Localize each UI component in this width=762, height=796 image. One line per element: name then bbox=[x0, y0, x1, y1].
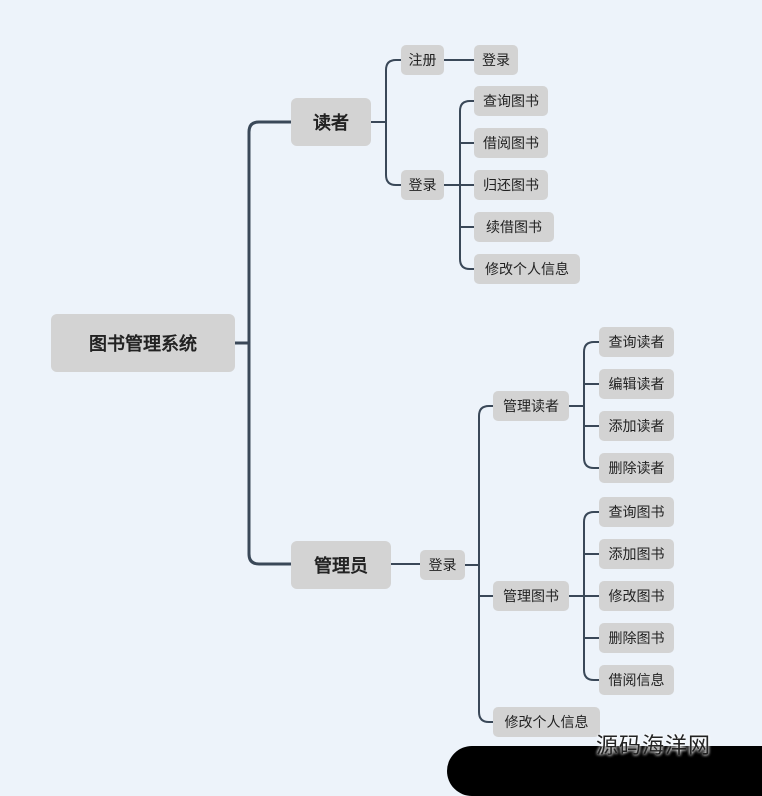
edge-books-top bbox=[583, 511, 600, 597]
node-admin-manage-books: 管理图书 bbox=[493, 581, 569, 611]
node-admin-edit-profile: 修改个人信息 bbox=[493, 707, 600, 737]
node-reader-register: 注册 bbox=[401, 45, 444, 75]
edge-root-reader bbox=[233, 120, 293, 345]
edge-admin-top bbox=[478, 405, 494, 566]
edge-login-top bbox=[459, 100, 475, 186]
node-admin-delete-books: 删除图书 bbox=[599, 623, 674, 653]
root-node-library-system: 图书管理系统 bbox=[51, 314, 235, 372]
node-admin-manage-readers: 管理读者 bbox=[493, 391, 569, 421]
node-reader-renew-books: 续借图书 bbox=[474, 212, 554, 242]
node-admin-modify-books: 修改图书 bbox=[599, 581, 674, 611]
node-reader-return-books: 归还图书 bbox=[474, 170, 548, 200]
node-reader-login: 登录 bbox=[401, 170, 444, 200]
edge-readers-top bbox=[583, 341, 600, 407]
node-admin-search-books: 查询图书 bbox=[599, 497, 674, 527]
node-reader-borrow-books: 借阅图书 bbox=[474, 128, 548, 158]
edge-login-bottom bbox=[459, 184, 475, 270]
node-reader-search-books: 查询图书 bbox=[474, 86, 548, 116]
node-admin-add-readers: 添加读者 bbox=[599, 411, 674, 441]
node-admin-delete-readers: 删除读者 bbox=[599, 453, 674, 483]
node-admin: 管理员 bbox=[291, 541, 391, 589]
edge-reader-login bbox=[385, 121, 402, 186]
node-admin-search-readers: 查询读者 bbox=[599, 327, 674, 357]
node-reader-register-login: 登录 bbox=[474, 45, 518, 75]
node-reader: 读者 bbox=[291, 98, 371, 146]
edge-root-admin bbox=[247, 341, 293, 566]
node-admin-borrow-info: 借阅信息 bbox=[599, 665, 674, 695]
watermark-text: 源码海洋网 bbox=[596, 734, 712, 759]
edge-admin-bottom bbox=[478, 564, 494, 723]
edge-readers-bottom bbox=[583, 405, 600, 469]
edge-books-bottom bbox=[583, 595, 600, 681]
node-admin-login: 登录 bbox=[420, 550, 465, 580]
node-admin-edit-readers: 编辑读者 bbox=[599, 369, 674, 399]
node-admin-add-books: 添加图书 bbox=[599, 539, 674, 569]
edge-reader-register bbox=[370, 59, 402, 123]
node-reader-edit-profile: 修改个人信息 bbox=[474, 254, 580, 284]
